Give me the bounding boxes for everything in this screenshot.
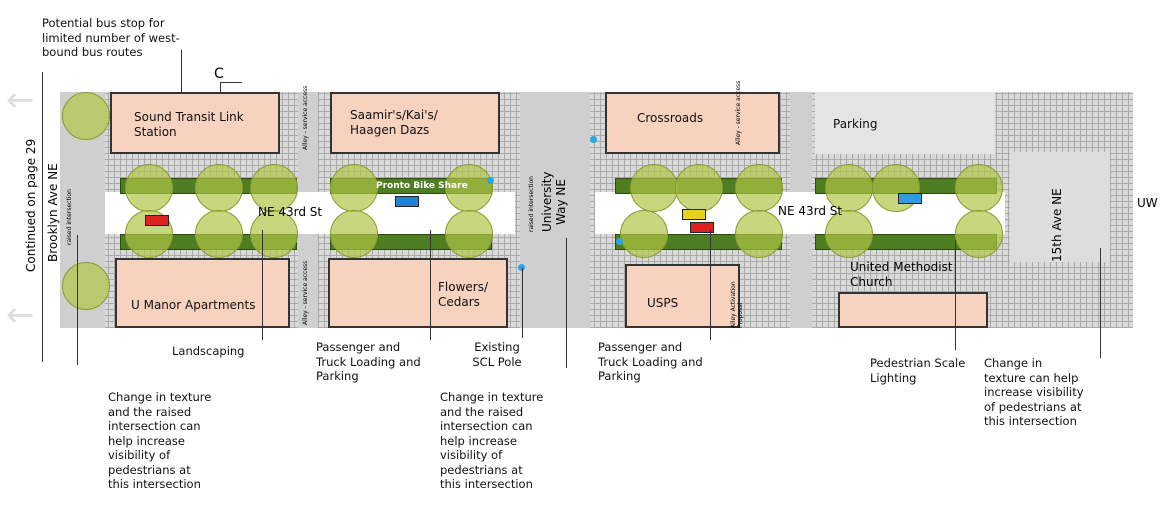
pronto-bike-share-label: Pronto Bike Share <box>376 181 468 191</box>
section-marker: C <box>214 66 224 82</box>
alley-label: Alley - service access <box>735 80 742 145</box>
leader-line <box>710 230 711 340</box>
tree <box>195 164 243 212</box>
texture-callout-left: Change in texture and the raised interse… <box>108 390 212 491</box>
tree <box>250 210 298 258</box>
scl-pole-callout: Existing SCL Pole <box>472 340 522 369</box>
tree <box>62 92 110 140</box>
scl-pole-icon <box>518 264 525 271</box>
landscaping-callout: Landscaping <box>172 344 245 358</box>
tree <box>955 210 1003 258</box>
street-plan: Sound Transit Link Station Saamir's/Kai'… <box>60 92 1133 328</box>
alley-label: Alley - service access <box>302 85 309 150</box>
street-label-brooklyn: Brooklyn Ave NE <box>46 163 60 262</box>
car-blue <box>898 193 922 204</box>
tree <box>675 164 723 212</box>
tree <box>872 164 920 212</box>
tree <box>330 210 378 258</box>
building-crossroads: Crossroads <box>605 92 780 154</box>
street-label-15th: 15th Ave NE <box>1050 188 1064 262</box>
parking-lot: Parking <box>815 92 995 154</box>
tree <box>955 164 1003 212</box>
ped-lighting-callout: Pedestrian Scale Lighting <box>870 356 966 385</box>
loading-callout-2: Passenger and Truck Loading and Parking <box>598 340 703 383</box>
tree <box>330 164 378 212</box>
car-yellow <box>682 209 706 220</box>
car-red <box>690 222 714 233</box>
building-saamirs: Saamir's/Kai's/ Haagen Dazs <box>330 92 500 154</box>
leader-line <box>566 238 567 368</box>
arrow-left-icon: ← <box>6 80 35 120</box>
street-label-university: University Way NE <box>540 171 568 232</box>
bus-stop-sign-icon <box>590 136 597 143</box>
tree <box>735 210 783 258</box>
building-sound-transit: Sound Transit Link Station <box>110 92 280 154</box>
leader-line <box>262 230 263 340</box>
building-usps: USPS <box>625 264 740 328</box>
leader-line <box>1100 248 1101 358</box>
raised-intersection-label: raised intersection <box>528 176 535 232</box>
leader-line <box>77 235 78 365</box>
leader-line <box>430 230 431 340</box>
bus-stop-callout: Potential bus stop for limited number of… <box>42 16 180 59</box>
car-blue <box>395 196 419 207</box>
tree <box>195 210 243 258</box>
church-label: United Methodist Church <box>850 260 953 289</box>
fifteenth-ave <box>1010 152 1110 262</box>
tree <box>445 210 493 258</box>
continued-label: Continued on page 29 <box>24 138 38 272</box>
bus-stop-sign-icon <box>616 238 623 245</box>
tree <box>630 164 678 212</box>
arrow-left-icon: ← <box>6 295 35 335</box>
university-way <box>520 92 590 328</box>
building-church <box>838 292 988 328</box>
loading-callout-1: Passenger and Truck Loading and Parking <box>316 340 421 383</box>
uw-label: UW <box>1137 196 1158 210</box>
leader-line <box>522 268 523 338</box>
tree <box>445 164 493 212</box>
tree <box>62 262 110 310</box>
alley-activation-label: Alley Activation Proposal <box>730 281 744 328</box>
texture-callout-right: Change in texture can help increase visi… <box>984 356 1084 428</box>
section-line <box>220 82 242 83</box>
car-red <box>145 215 169 226</box>
bus-stop-sign-icon <box>487 177 494 184</box>
leader-line <box>955 240 956 350</box>
tree <box>125 164 173 212</box>
alley-label: Alley - service access <box>302 260 309 325</box>
tree <box>620 210 668 258</box>
tree <box>735 164 783 212</box>
street-label-ne-43rd: NE 43rd St <box>258 205 323 219</box>
texture-callout-mid: Change in texture and the raised interse… <box>440 390 544 491</box>
tree <box>825 210 873 258</box>
street-label-ne-43rd: NE 43rd St <box>778 204 843 218</box>
margin-rule <box>42 72 43 362</box>
building-flowers: Flowers/ Cedars <box>328 258 508 328</box>
building-u-manor: U Manor Apartments <box>115 258 290 328</box>
raised-intersection-label: raised intersection <box>66 189 73 245</box>
